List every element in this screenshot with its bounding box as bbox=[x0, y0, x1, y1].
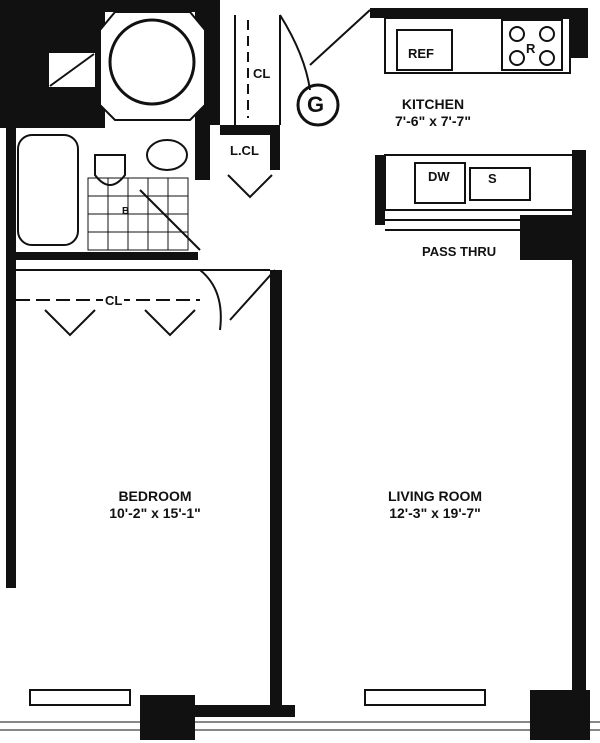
dishwasher-label: DW bbox=[428, 169, 450, 184]
pass-thru-label: PASS THRU bbox=[422, 244, 497, 259]
living-room-size: 12'-3" x 19'-7" bbox=[389, 505, 481, 521]
bath-label: B bbox=[122, 206, 130, 217]
bedroom-closet-label: CL bbox=[103, 292, 125, 309]
walls bbox=[0, 0, 590, 740]
unit-letter: G bbox=[307, 92, 325, 117]
kitchen-size: 7'-6" x 7'-7" bbox=[395, 113, 471, 129]
living-room-label: LIVING ROOM 12'-3" x 19'-7" bbox=[360, 488, 510, 522]
bedroom-name: BEDROOM bbox=[118, 488, 192, 504]
refrigerator-label: REF bbox=[408, 46, 434, 61]
bedroom-label: BEDROOM 10'-2" x 15'-1" bbox=[80, 488, 230, 522]
kitchen-name: KITCHEN bbox=[401, 96, 465, 112]
range-label: R bbox=[526, 41, 536, 56]
living-room-name: LIVING ROOM bbox=[387, 488, 483, 504]
linen-closet-label: L.CL bbox=[230, 143, 259, 158]
bedroom-size: 10'-2" x 15'-1" bbox=[109, 505, 201, 521]
entry-closet-label: CL bbox=[253, 66, 271, 81]
sink-label: S bbox=[488, 171, 497, 186]
fixture-outlines bbox=[0, 9, 600, 731]
kitchen-label: KITCHEN 7'-6" x 7'-7" bbox=[395, 96, 471, 130]
